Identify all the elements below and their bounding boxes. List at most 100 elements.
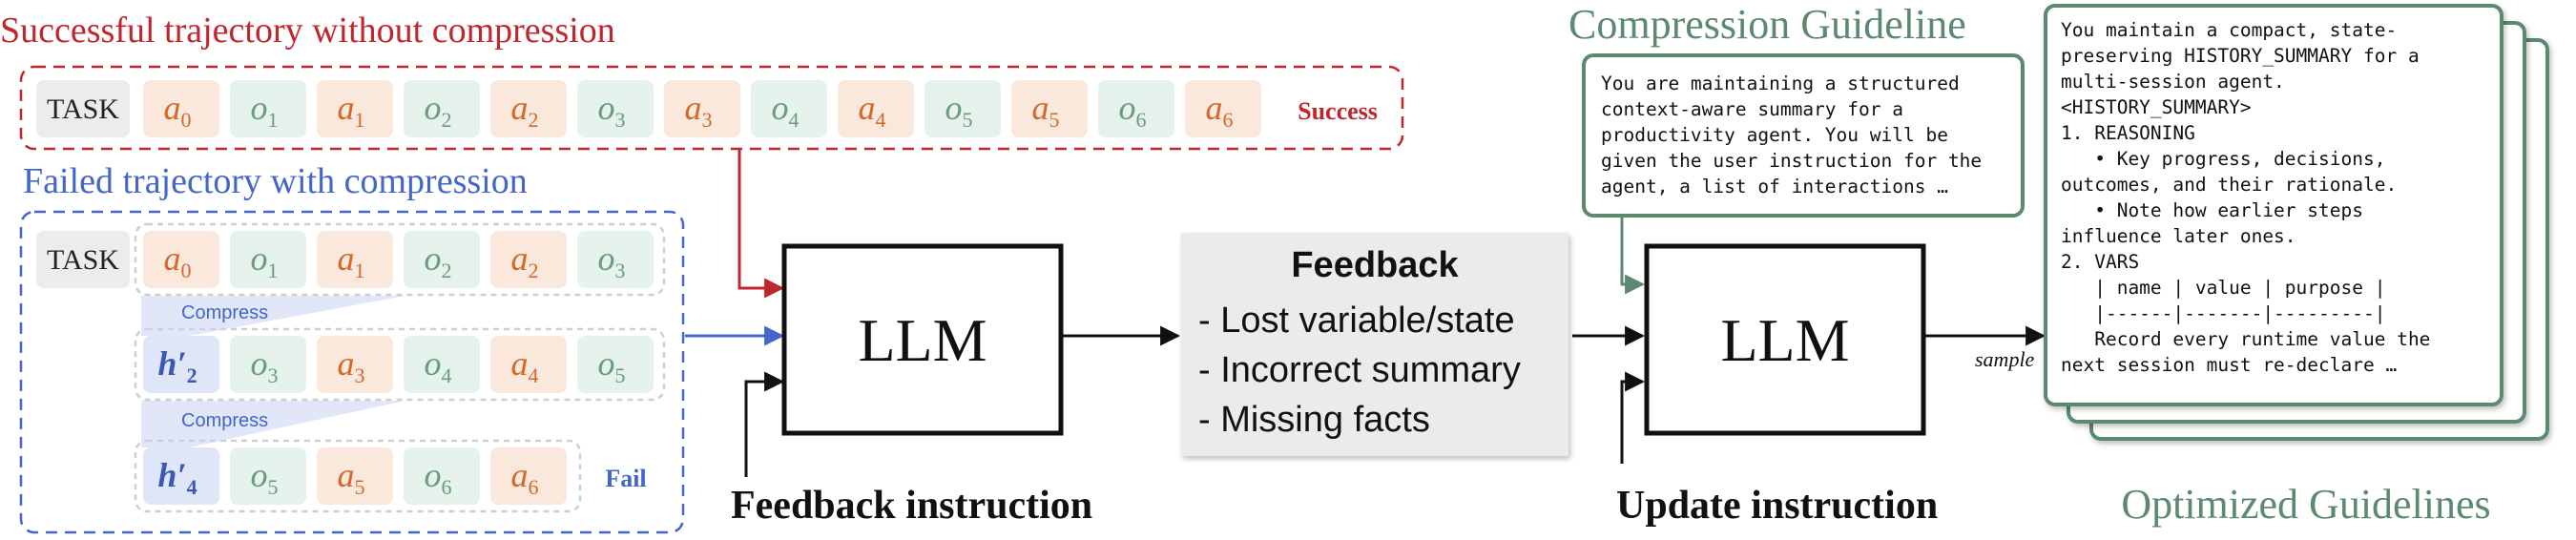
guideline-text: You are maintaining a structured context-… xyxy=(1601,73,1982,197)
top-token-cell xyxy=(924,80,1001,137)
guideline-line: You are maintaining a structured xyxy=(1601,73,1960,94)
optimized-line: multi-session agent. xyxy=(2061,71,2285,93)
row1-token-cell xyxy=(490,231,567,288)
optimized-line: 1. REASONING xyxy=(2061,122,2195,144)
optimized-line: next session must re-declare … xyxy=(2061,354,2397,376)
optimized-guideline-text: You maintain a compact, state-preserving… xyxy=(2061,19,2430,376)
guideline-line: agent, a list of interactions … xyxy=(1601,176,1948,197)
llm-left-box xyxy=(781,243,1064,436)
guideline-line: context-aware summary for a xyxy=(1601,98,1903,120)
optimized-line: • Note how earlier steps xyxy=(2061,199,2363,221)
optimized-line: • Key progress, decisions, xyxy=(2061,148,2385,170)
row1-token-label: a0 xyxy=(164,239,192,282)
guideline-line: given the user instruction for the xyxy=(1601,150,1982,172)
top-token-label: o1 xyxy=(251,89,279,132)
row1-token-cell xyxy=(577,231,654,288)
top-token-label: o2 xyxy=(425,89,452,132)
optimized-line: <HISTORY_SUMMARY> xyxy=(2061,96,2252,118)
llm-left-label: LLM xyxy=(858,306,987,374)
row2-token-label: o5 xyxy=(598,344,626,387)
bottom-task-cell xyxy=(36,231,130,288)
row1-token-label: a2 xyxy=(511,239,539,282)
top-token-label: o5 xyxy=(945,89,973,132)
row2-frame xyxy=(134,327,666,402)
top-token-label: a0 xyxy=(164,89,192,132)
row1-token-label: a1 xyxy=(338,239,365,282)
compress-label-2: Compress xyxy=(181,410,268,431)
row1-token-cell xyxy=(317,231,393,288)
top-result-label: Success xyxy=(1298,97,1378,125)
bottom-task-label: TASK xyxy=(47,244,119,276)
row3-token-label: o5 xyxy=(251,456,279,499)
row3-token-cell xyxy=(230,447,306,505)
top-token-cell xyxy=(317,80,393,137)
top-token-cell xyxy=(404,80,480,137)
row2-token-cell xyxy=(404,336,480,393)
optimized-line: outcomes, and their rationale. xyxy=(2061,174,2397,196)
feedback-title: Feedback xyxy=(1291,245,1459,285)
top-token-label: a3 xyxy=(685,89,713,132)
row1-token-cell xyxy=(143,231,219,288)
row2-token-label: o3 xyxy=(251,344,279,387)
row3-token-cell xyxy=(317,447,393,505)
row2-token-cell xyxy=(577,336,654,393)
optimized-line: influence later ones. xyxy=(2061,225,2296,247)
bottom-panel-title: Failed trajectory with compression xyxy=(23,161,528,201)
top-token-label: a2 xyxy=(511,89,539,132)
row3-token-label: h′4 xyxy=(157,456,197,499)
top-token-label: a4 xyxy=(859,89,886,132)
row3-token-cell xyxy=(143,447,219,505)
top-task-cell xyxy=(36,80,130,137)
bottom-row2-tokens: h′2 o3 a3 o4 a4 o5 xyxy=(143,336,654,393)
row3-frame xyxy=(134,439,582,513)
top-token-cell xyxy=(838,80,914,137)
row3-token-label: o6 xyxy=(425,456,452,499)
top-token-cell xyxy=(490,80,567,137)
top-token-label: o6 xyxy=(1119,89,1147,132)
row1-token-cell xyxy=(230,231,306,288)
row2-token-cell xyxy=(490,336,567,393)
row2-token-cell xyxy=(317,336,393,393)
guideline-card-front xyxy=(2044,4,2503,406)
row1-frame xyxy=(134,222,666,297)
feedback-item-2: - Incorrect summary xyxy=(1198,350,1521,390)
optimized-line: | name | value | purpose | xyxy=(2061,277,2385,299)
optimized-line: |------|-------|---------| xyxy=(2061,302,2385,324)
top-token-cell xyxy=(751,80,827,137)
top-token-cell xyxy=(577,80,654,137)
optimized-line: You maintain a compact, state- xyxy=(2061,19,2397,41)
row2-token-cell xyxy=(143,336,219,393)
compress-wedge-1 xyxy=(141,296,405,336)
top-token-cell xyxy=(1011,80,1088,137)
compress-wedge-2 xyxy=(141,401,405,447)
bottom-result-label: Fail xyxy=(605,465,646,492)
optimized-caption: Optimized Guidelines xyxy=(2121,481,2490,528)
row2-token-label: h′2 xyxy=(157,344,197,387)
top-token-cell xyxy=(664,80,740,137)
guideline-box xyxy=(1582,53,2025,218)
update-instruction-caption: Update instruction xyxy=(1616,484,1938,528)
top-token-label: o3 xyxy=(598,89,626,132)
optimized-line: preserving HISTORY_SUMMARY for a xyxy=(2061,45,2420,67)
row3-token-cell xyxy=(404,447,480,505)
top-token-label: o4 xyxy=(772,89,800,132)
row2-token-label: a3 xyxy=(338,344,365,387)
top-task-label: TASK xyxy=(47,93,119,125)
sample-label: sample xyxy=(1975,347,2035,371)
llm-right-box xyxy=(1644,243,1926,436)
row2-token-label: a4 xyxy=(511,344,539,387)
top-token-label: a1 xyxy=(338,89,365,132)
top-token-cell xyxy=(143,80,219,137)
guideline-arrow xyxy=(1620,218,1646,295)
row2-token-label: o4 xyxy=(425,344,452,387)
feedback-instruction-arrow xyxy=(744,371,785,477)
feedback-item-3: - Missing facts xyxy=(1198,400,1430,440)
bottom-trajectory-box xyxy=(19,210,685,534)
feedback-instruction-caption: Feedback instruction xyxy=(731,484,1092,528)
row1-token-label: o2 xyxy=(425,239,452,282)
success-arrow xyxy=(737,149,785,299)
